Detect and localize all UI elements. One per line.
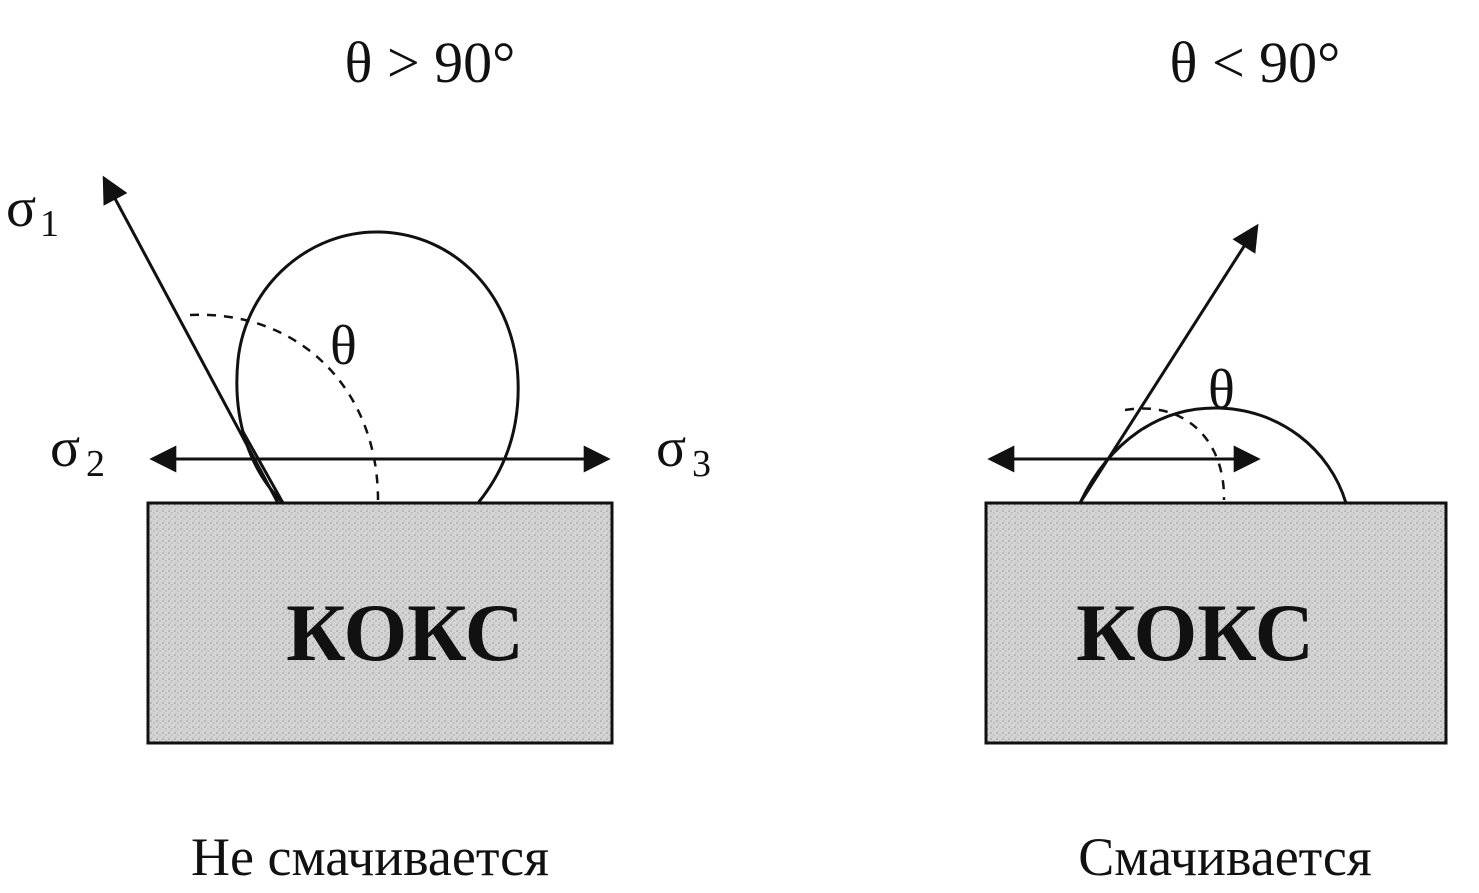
left-title: θ > 90° (345, 30, 516, 95)
sigma1-subscript: 1 (40, 203, 59, 245)
sigma2-subscript: 2 (86, 443, 105, 485)
right-droplet (1078, 406, 1348, 504)
sigma3-subscript: 3 (692, 443, 711, 485)
right-theta-label: θ (1208, 359, 1235, 421)
left-coke-block (146, 501, 614, 745)
right-theta-arc (1124, 407, 1226, 501)
left-caption: Не смачивается (191, 827, 549, 887)
right-panel-wetting: θ < 90° КОКС θ Смачивается (984, 30, 1448, 887)
right-block-label: КОКС (1076, 587, 1314, 678)
right-coke-block (984, 501, 1448, 745)
left-block-label: КОКС (286, 587, 524, 678)
sigma1-label: σ 1 (6, 177, 59, 245)
sigma3-base: σ (656, 417, 686, 479)
left-tangent-line (240, 429, 285, 504)
left-panel-non-wetting: θ > 90° КОКС θ σ 1 σ 2 σ 3 Не смачиваетс… (6, 30, 711, 887)
sigma2-base: σ (50, 417, 80, 479)
right-caption: Смачивается (1078, 827, 1371, 887)
left-theta-label: θ (330, 315, 357, 377)
left-droplet (235, 230, 520, 505)
sigma3-label: σ 3 (656, 417, 711, 485)
left-sigma1-arrow (102, 175, 280, 504)
sigma2-label: σ 2 (50, 417, 105, 485)
right-title: θ < 90° (1170, 30, 1341, 95)
sigma1-base: σ (6, 177, 36, 239)
